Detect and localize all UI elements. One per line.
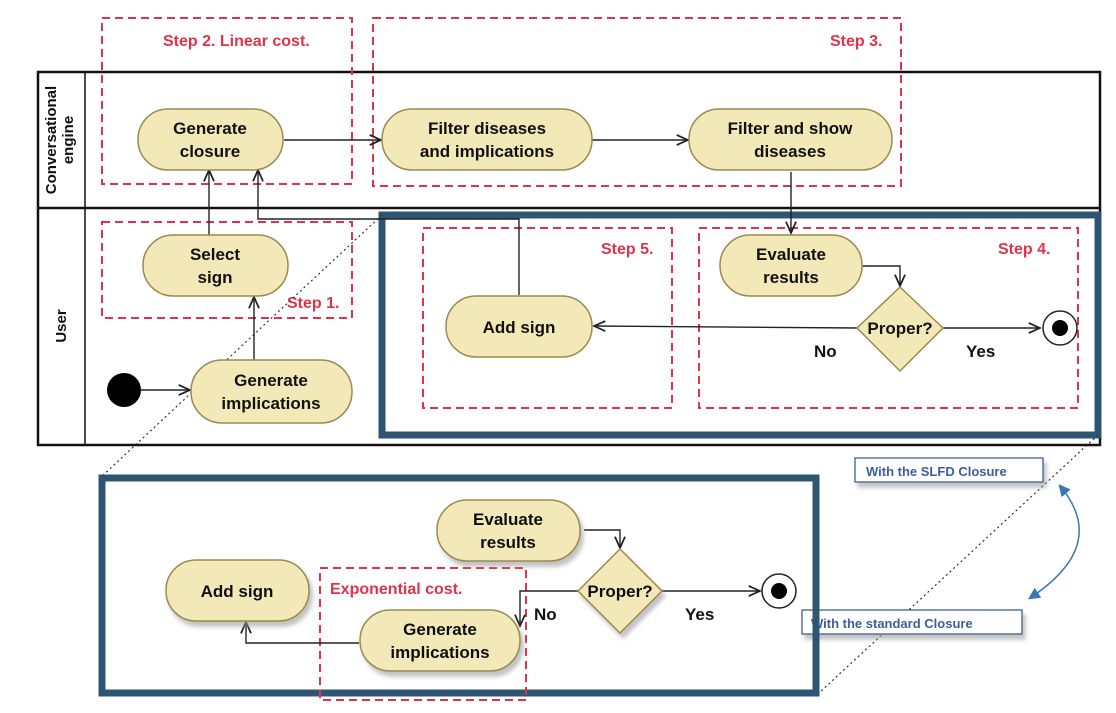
zoom-guide-right bbox=[819, 434, 1099, 693]
lane-label-engine: Conversationalengine bbox=[43, 86, 77, 194]
step5-box bbox=[422, 227, 673, 409]
zoom-edge-proper-no-to-genimpl bbox=[520, 590, 578, 626]
end-node bbox=[1042, 310, 1078, 346]
legend-swap-arrow bbox=[1027, 484, 1080, 600]
edge-proper-no-to-add bbox=[594, 326, 859, 328]
legend-standard: With the standard Closure bbox=[801, 609, 1023, 635]
svg-text:Add sign: Add sign bbox=[483, 318, 556, 337]
zoom-end-node bbox=[761, 573, 797, 609]
step5-label: Step 5. bbox=[601, 241, 653, 258]
zoom-guide-left bbox=[99, 214, 383, 479]
edge-evaluate-to-proper bbox=[862, 265, 900, 286]
exponential-label: Exponential cost. bbox=[330, 581, 462, 598]
step3-label: Step 3. bbox=[830, 33, 882, 50]
zoom-edge-label-no: No bbox=[534, 605, 557, 624]
step4-box bbox=[698, 227, 1079, 409]
zoom-edge-label-yes: Yes bbox=[685, 605, 714, 624]
step1-label: Step 1. bbox=[287, 295, 339, 312]
slfd-highlight-frame bbox=[378, 211, 1102, 439]
svg-text:Conversationalengine: Conversationalengine bbox=[43, 86, 77, 194]
step2-label: Step 2. Linear cost. bbox=[163, 33, 310, 50]
edge-label-no: No bbox=[814, 342, 837, 361]
svg-text:Proper?: Proper? bbox=[867, 319, 932, 338]
svg-text:With the SLFD Closure: With the SLFD Closure bbox=[866, 464, 1007, 479]
step2-box bbox=[101, 17, 353, 185]
zoom-node-proper-decision: Proper? bbox=[576, 547, 664, 635]
zoom-edge-evaluate-to-proper bbox=[584, 529, 620, 548]
zoom-edge-genimpl-to-add bbox=[246, 622, 359, 644]
node-proper-decision: Proper? bbox=[855, 285, 945, 373]
step3-box bbox=[372, 17, 902, 187]
svg-text:With the standard Closure: With the standard Closure bbox=[811, 616, 973, 631]
start-node bbox=[107, 373, 141, 407]
step4-label: Step 4. bbox=[998, 241, 1050, 258]
edge-label-yes: Yes bbox=[966, 342, 995, 361]
edge-add-to-closure bbox=[258, 170, 520, 295]
step1-box bbox=[101, 221, 353, 319]
svg-text:Proper?: Proper? bbox=[587, 582, 652, 601]
standard-highlight-frame bbox=[98, 474, 820, 697]
node-add-sign: Add sign bbox=[445, 295, 593, 358]
svg-text:Add sign: Add sign bbox=[201, 582, 274, 601]
legend-slfd: With the SLFD Closure bbox=[854, 457, 1044, 483]
zoom-node-add-sign: Add sign bbox=[165, 559, 310, 622]
lane-label-user: User bbox=[53, 309, 70, 343]
